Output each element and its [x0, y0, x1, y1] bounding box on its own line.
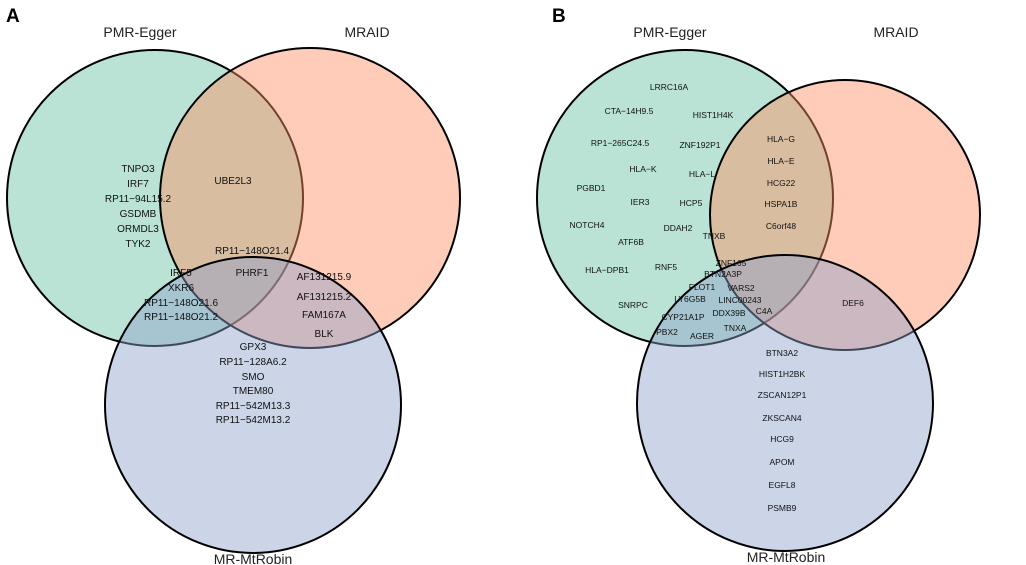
gene-label: HIST1H2BK — [759, 369, 806, 379]
gene-label: ZNF165 — [716, 258, 747, 268]
gene-label: IRF7 — [127, 179, 149, 190]
gene-label: IRF5 — [170, 268, 192, 279]
gene-label: PHRF1 — [236, 268, 269, 279]
panel-a-region-pmr-mtrobin: IRF5 XKR6 RP11−148O21.6 RP11−148O21.2 — [144, 268, 218, 323]
gene-label: ZSCAN12P1 — [758, 390, 807, 400]
gene-label: FLOT1 — [689, 282, 716, 292]
gene-label: RP11−148O21.6 — [144, 298, 218, 309]
gene-label: UBE2L3 — [214, 176, 252, 187]
gene-label: HLA−E — [767, 156, 794, 166]
gene-label: LY6G5B — [674, 294, 706, 304]
gene-label: TNXA — [724, 323, 747, 333]
panel-b-circle-mraid — [709, 79, 981, 351]
gene-label: HCG9 — [770, 434, 794, 444]
gene-label: RP11−148O21.4 — [215, 246, 289, 257]
panel-a-circle-pmr-egger — [6, 49, 304, 347]
gene-label: HLA−DPB1 — [585, 265, 629, 275]
gene-label: C4A — [756, 306, 773, 316]
gene-label: HCP5 — [680, 198, 703, 208]
gene-label: EGFL8 — [769, 480, 796, 490]
gene-label: HIST1H4K — [693, 110, 734, 120]
panel-b-region-pmr-only: LRRC16A CTA−14H9.5 HIST1H4K RP1−265C24.5… — [570, 82, 734, 310]
gene-label: AGER — [690, 331, 714, 341]
gene-label: PBX2 — [656, 327, 678, 337]
gene-label: BTN3A2 — [766, 348, 798, 358]
panel-a: A PMR-Egger MRAID MR-MtRobin TNPO3 IRF7 … — [6, 6, 461, 565]
panel-b-label-pmr-egger: PMR-Egger — [633, 24, 706, 40]
panel-b-circle-pmr-egger — [536, 49, 834, 347]
gene-label: IER3 — [631, 197, 650, 207]
gene-label: ATF6B — [618, 237, 644, 247]
panel-a-circle-mraid — [159, 47, 461, 349]
gene-label: RP11−542M13.3 — [216, 401, 291, 412]
panel-a-region-mtrobin-only: GPX3 RP11−128A6.2 SMO TMEM80 RP11−542M13… — [216, 342, 291, 426]
panel-a-label-pmr-egger: PMR-Egger — [103, 24, 176, 40]
gene-label: SNRPC — [618, 300, 648, 310]
panel-b-region-pmr-mraid: HLA−G HLA−E HCG22 HSPA1B C6orf48 — [765, 134, 798, 231]
gene-label: XKR6 — [168, 283, 195, 294]
panel-a-circle-mr-mtrobin — [104, 256, 402, 554]
gene-label: AF131215.9 — [297, 272, 352, 283]
gene-label: BTN2A3P — [704, 269, 742, 279]
gene-label: GSDMB — [120, 209, 157, 220]
panel-b-label-mr-mtrobin: MR-MtRobin — [747, 549, 826, 565]
panel-a-region-pmr-mraid: UBE2L3 — [214, 176, 252, 187]
gene-label: HSPA1B — [765, 199, 798, 209]
gene-label: GPX3 — [240, 342, 267, 353]
gene-label: HLA−L — [689, 169, 715, 179]
gene-label: CTA−14H9.5 — [605, 106, 654, 116]
gene-label: LINC00243 — [718, 295, 761, 305]
gene-label: ZNF192P1 — [679, 140, 720, 150]
gene-label: FAM167A — [302, 310, 346, 321]
gene-label: TNPO3 — [121, 164, 155, 175]
panel-b-circle-mr-mtrobin — [636, 254, 934, 552]
panel-a-region-all-three: RP11−148O21.4 PHRF1 — [215, 246, 289, 279]
panel-a-region-pmr-only: TNPO3 IRF7 RP11−94L15.2 GSDMB ORMDL3 TYK… — [105, 164, 172, 250]
panel-a-label-mraid: MRAID — [344, 24, 389, 40]
panel-a-label-mr-mtrobin: MR-MtRobin — [214, 551, 293, 565]
gene-label: RP11−128A6.2 — [219, 357, 287, 368]
gene-label: C6orf48 — [766, 221, 797, 231]
gene-label: TNXB — [703, 231, 726, 241]
gene-label: BLK — [315, 329, 334, 340]
gene-label: RP11−94L15.2 — [105, 194, 172, 205]
gene-label: SMO — [242, 372, 265, 383]
gene-label: HLA−G — [767, 134, 795, 144]
gene-label: AF131215.2 — [297, 292, 352, 303]
gene-label: DDX39B — [712, 308, 745, 318]
panel-b-region-mraid-mtrobin: DEF6 — [842, 298, 864, 308]
gene-label: APOM — [769, 457, 794, 467]
gene-label: ZKSCAN4 — [762, 413, 801, 423]
gene-label: RNF5 — [655, 262, 677, 272]
panel-a-region-mraid-mtrobin: AF131215.9 AF131215.2 FAM167A BLK — [297, 272, 352, 340]
gene-label: HCG22 — [767, 178, 796, 188]
gene-label: DEF6 — [842, 298, 864, 308]
gene-label: TMEM80 — [233, 386, 274, 397]
gene-label: RP11−542M13.2 — [216, 415, 291, 426]
panel-b-region-mtrobin-only: BTN3A2 HIST1H2BK ZSCAN12P1 ZKSCAN4 HCG9 … — [758, 348, 807, 513]
panel-a-letter: A — [6, 6, 20, 27]
panel-b-label-mraid: MRAID — [873, 24, 918, 40]
gene-label: RP1−265C24.5 — [591, 138, 650, 148]
gene-label: RP11−148O21.2 — [144, 312, 218, 323]
gene-label: PSMB9 — [768, 503, 797, 513]
panel-b-letter: B — [552, 6, 566, 27]
panel-b-region-pmr-mtrobin: ZNF165 BTN2A3P FLOT1 VARS2 LY6G5B LINC00… — [656, 258, 772, 341]
gene-label: CYP21A1P — [662, 312, 705, 322]
gene-label: PGBD1 — [577, 183, 606, 193]
panel-b: B PMR-Egger MRAID MR-MtRobin LRRC16A CTA… — [536, 6, 981, 565]
gene-label: ORMDL3 — [117, 224, 159, 235]
gene-label: TYK2 — [125, 239, 150, 250]
gene-label: LRRC16A — [650, 82, 689, 92]
gene-label: HLA−K — [629, 164, 656, 174]
gene-label: DDAH2 — [664, 223, 693, 233]
gene-label: VARS2 — [727, 283, 755, 293]
gene-label: NOTCH4 — [570, 220, 605, 230]
